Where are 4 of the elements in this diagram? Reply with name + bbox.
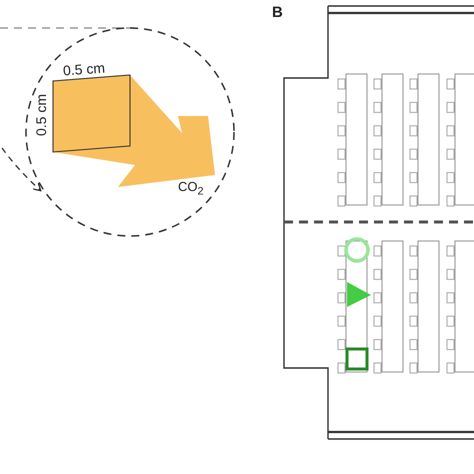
panel-letter: B [272,5,283,20]
dimension-label: 0.5 cm [62,60,106,78]
dimension-label: 0.5 cm [34,94,48,136]
gas-label: CO$_{2}$ [178,180,204,198]
